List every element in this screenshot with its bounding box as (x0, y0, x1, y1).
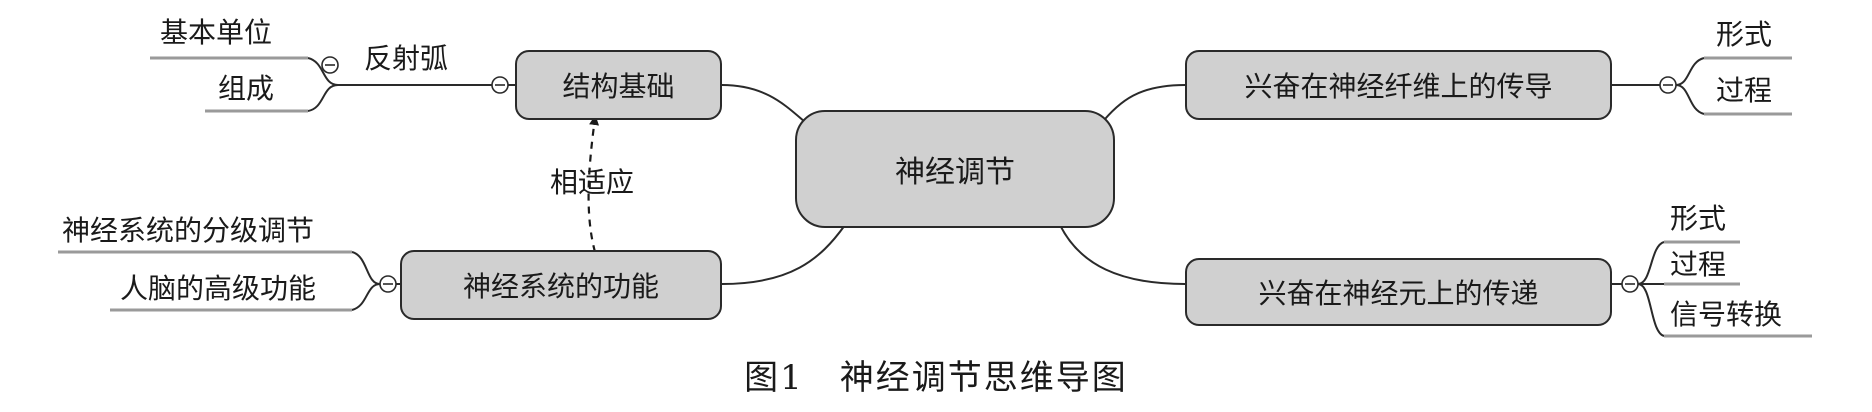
fiber-leaf-bracket (1675, 57, 1705, 86)
neuron-leaf-bracket (1637, 241, 1665, 285)
edge-central-fiber (1099, 84, 1186, 126)
edge-central-neuron (1059, 224, 1186, 285)
function-leaf-bracket-lower (351, 283, 381, 311)
structure-node-label: 结构基础 (562, 70, 675, 103)
neuron-node-label: 兴奋在神经元上的传递 (1258, 277, 1539, 310)
neuron-leaf-bracket-lower (1637, 283, 1665, 337)
figure-caption: 图1 神经调节思维导图 (744, 358, 1128, 398)
neuron-leaf: 信号转换 (1670, 298, 1783, 331)
central-node-label: 神经调节 (895, 155, 1015, 190)
function-leaf: 人脑的高级功能 (120, 272, 317, 305)
structure-leaf: 基本单位 (160, 16, 273, 49)
relation-label: 相适应 (550, 166, 635, 199)
fiber-leaf: 形式 (1716, 18, 1773, 51)
function-leaf: 神经系统的分级调节 (62, 214, 315, 247)
structure-leaf-bracket (307, 57, 339, 86)
function-leaf-bracket (351, 251, 381, 285)
fiber-node[interactable]: 兴奋在神经纤维上的传导 (1185, 50, 1612, 120)
neuron-leaf: 形式 (1670, 202, 1727, 235)
central-node[interactable]: 神经调节 (795, 110, 1115, 228)
neuron-node[interactable]: 兴奋在神经元上的传递 (1185, 258, 1612, 326)
function-node[interactable]: 神经系统的功能 (400, 250, 722, 320)
relation-arrow (587, 115, 600, 253)
fiber-leaf-bracket-lower (1675, 84, 1705, 115)
fiber-node-label: 兴奋在神经纤维上的传导 (1244, 70, 1553, 103)
structure-leaf: 组成 (218, 72, 275, 105)
function-node-label: 神经系统的功能 (462, 270, 659, 303)
neuron-leaf: 过程 (1670, 248, 1727, 281)
edge-central-structure (721, 84, 806, 123)
edge-central-function (721, 224, 846, 285)
structure-leaf-bracket-lower (307, 84, 339, 112)
fiber-leaf: 过程 (1716, 74, 1773, 107)
structure-link-label: 反射弧 (364, 42, 449, 75)
structure-node[interactable]: 结构基础 (515, 50, 722, 120)
